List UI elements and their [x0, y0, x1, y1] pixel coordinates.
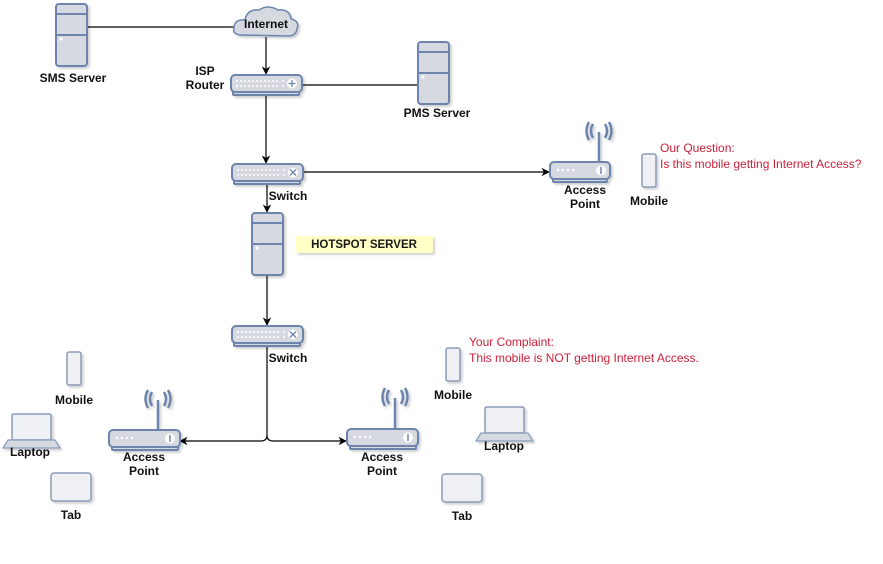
laptop-right-node[interactable]: Laptop: [474, 406, 535, 453]
switch-top-label: Switch: [269, 189, 308, 203]
internet-cloud-node[interactable]: Internet: [232, 6, 299, 37]
question-note: Our Question: Is this mobile getting Int…: [660, 141, 862, 171]
isp-router-label-line1: ISP: [195, 64, 214, 78]
mobile-right-label: Mobile: [434, 388, 472, 402]
laptop-icon: [474, 406, 535, 442]
access-point-icon: [549, 121, 613, 183]
server-icon: [55, 3, 88, 67]
switch-top-node[interactable]: Switch: [231, 163, 308, 203]
mobile-right-node[interactable]: Mobile: [434, 347, 472, 402]
access-point-right-node[interactable]: Access Point: [346, 387, 419, 478]
cloud-icon: [232, 6, 299, 37]
tab-right-label: Tab: [452, 509, 472, 523]
laptop-left-label: Laptop: [10, 445, 50, 459]
mobile-top-label: Mobile: [630, 194, 668, 208]
edge-switch-to-ap-left: [179, 345, 268, 446]
access-point-top-label-line1: Access: [564, 183, 606, 197]
isp-router-node[interactable]: ISP Router: [186, 64, 303, 96]
access-point-right-label-line2: Point: [367, 464, 397, 478]
mobile-icon: [445, 347, 461, 382]
complaint-text: This mobile is NOT getting Internet Acce…: [469, 351, 699, 365]
access-point-top-node[interactable]: Access Point: [549, 121, 613, 211]
access-point-left-node[interactable]: Access Point: [108, 389, 181, 478]
internet-label: Internet: [244, 17, 288, 31]
sms-server-label: SMS Server: [40, 71, 107, 85]
pms-server-node[interactable]: PMS Server: [404, 41, 471, 120]
hotspot-label-highlight: [296, 236, 433, 253]
access-point-top-label-line2: Point: [570, 197, 600, 211]
switch-bottom-node[interactable]: Switch: [231, 325, 308, 365]
hotspot-server-node[interactable]: HOTSPOT SERVER: [251, 212, 433, 276]
server-icon: [251, 212, 284, 276]
mobile-top-node[interactable]: Mobile: [630, 153, 668, 208]
switch-icon: [231, 325, 304, 347]
access-point-right-label-line1: Access: [361, 450, 403, 464]
sms-server-node[interactable]: SMS Server: [40, 3, 107, 85]
tab-right-node[interactable]: Tab: [441, 473, 483, 523]
edges: [88, 26, 550, 446]
tab-left-node[interactable]: Tab: [50, 472, 92, 522]
access-point-icon: [346, 387, 419, 450]
edge-switch-to-ap-right: [266, 434, 347, 446]
question-text: Is this mobile getting Internet Access?: [660, 157, 862, 171]
tab-left-label: Tab: [61, 508, 81, 522]
question-title: Our Question:: [660, 141, 735, 155]
mobile-left-node[interactable]: Mobile: [55, 351, 93, 407]
isp-router-label-line2: Router: [186, 78, 225, 92]
switch-bottom-label: Switch: [269, 351, 308, 365]
mobile-icon: [641, 153, 657, 188]
hotspot-server-label: HOTSPOT SERVER: [311, 239, 418, 251]
access-point-icon: [108, 389, 181, 451]
laptop-left-node[interactable]: Laptop: [1, 413, 62, 459]
laptop-right-label: Laptop: [484, 439, 524, 453]
mobile-left-label: Mobile: [55, 393, 93, 407]
mobile-icon: [66, 351, 82, 386]
router-icon: [230, 74, 303, 96]
access-point-left-label-line2: Point: [129, 464, 159, 478]
switch-icon: [231, 163, 304, 185]
complaint-note: Your Complaint: This mobile is NOT getti…: [469, 335, 699, 365]
tablet-icon: [441, 473, 483, 503]
laptop-icon: [1, 413, 62, 449]
server-icon: [417, 41, 450, 105]
tablet-icon: [50, 472, 92, 502]
access-point-left-label-line1: Access: [123, 450, 165, 464]
pms-server-label: PMS Server: [404, 106, 471, 120]
complaint-title: Your Complaint:: [469, 335, 554, 349]
